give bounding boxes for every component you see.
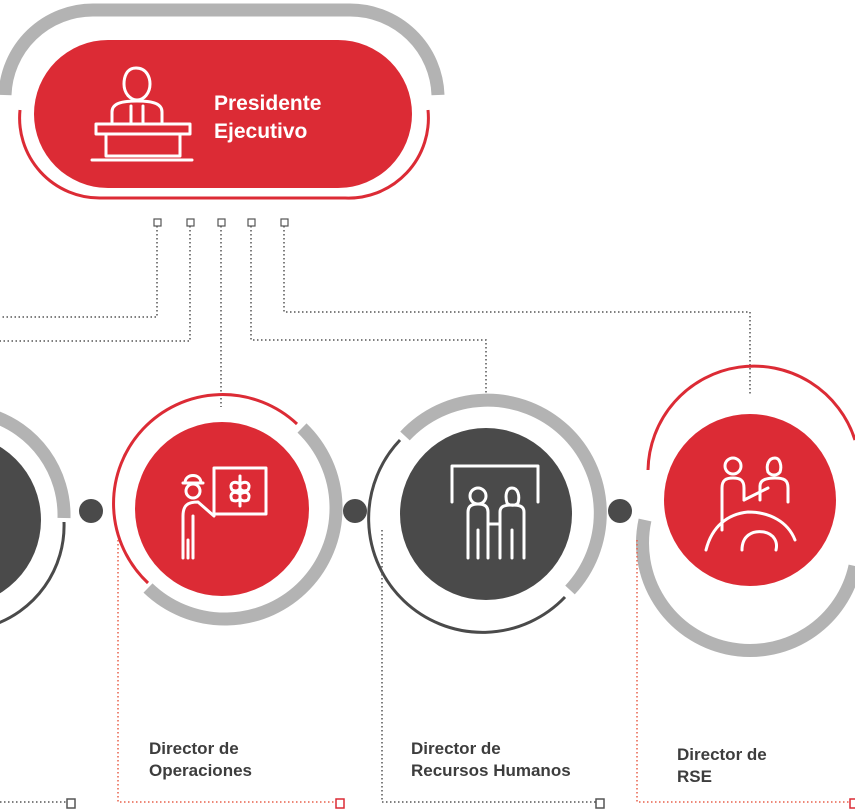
label-director-operaciones: Director de Operaciones	[149, 738, 252, 782]
separator-dot	[608, 499, 632, 523]
node-1-thin-arc	[0, 521, 66, 624]
top-node-title-line2: Ejecutivo	[214, 120, 307, 143]
end-marker	[595, 798, 605, 809]
node-1-circle	[0, 446, 41, 594]
farmer-presentation-icon	[181, 466, 268, 560]
connector-to-recursos-humanos	[250, 226, 487, 397]
two-people-board-icon	[450, 464, 540, 560]
node-1-gray-arc	[0, 411, 71, 519]
guide-recursos-humanos	[381, 530, 600, 803]
end-marker	[849, 798, 855, 809]
top-node-red-arc	[18, 109, 430, 200]
label-recursos-humanos-line1: Director de	[411, 739, 501, 758]
connector-anchors	[153, 218, 289, 227]
top-node-title-line1: Presidente	[214, 92, 321, 115]
node-3-circle	[400, 428, 572, 600]
node-director-rse[interactable]	[636, 364, 855, 657]
label-operaciones-line2: Operaciones	[149, 761, 252, 780]
node-4-gray-arc	[636, 518, 855, 657]
end-marker	[66, 798, 76, 809]
node-2-gray-arc	[143, 423, 343, 626]
label-director-recursos-humanos: Director de Recursos Humanos	[411, 738, 571, 782]
node-4-red-arc	[646, 364, 855, 471]
connector-lines	[0, 226, 751, 407]
connector-to-director-1	[0, 226, 158, 318]
node-director-operaciones[interactable]	[112, 393, 343, 626]
label-director-rse: Director de RSE	[677, 744, 767, 788]
separator-dot	[79, 499, 103, 523]
guide-operaciones	[117, 540, 338, 803]
speaker-at-podium-icon	[90, 66, 194, 162]
connector-to-director-1b	[0, 226, 191, 342]
top-node-presidente[interactable]: Presidente Ejecutivo	[0, 3, 445, 200]
connector-to-rse	[283, 226, 751, 395]
node-2-circle	[135, 422, 309, 596]
connector-anchor	[186, 218, 195, 227]
community-people-icon	[704, 456, 797, 552]
top-node-gray-arc	[0, 3, 445, 96]
connector-anchor	[280, 218, 289, 227]
separator-dot	[343, 499, 367, 523]
label-operaciones-line1: Director de	[149, 739, 239, 758]
node-4-circle	[664, 414, 836, 586]
label-recursos-humanos-line2: Recursos Humanos	[411, 761, 571, 780]
node-3-gray-arc	[400, 393, 607, 595]
end-marker	[335, 798, 345, 809]
connector-anchor	[247, 218, 256, 227]
top-node-pill	[34, 40, 412, 188]
connector-anchor	[153, 218, 162, 227]
node-director-1[interactable]	[0, 411, 71, 626]
label-guides	[0, 530, 855, 803]
label-end-markers	[66, 798, 855, 809]
node-2-red-arc	[112, 393, 299, 585]
node-3-thin-arc	[367, 438, 567, 634]
connector-anchor	[217, 218, 226, 227]
label-rse-line2: RSE	[677, 767, 712, 786]
label-rse-line1: Director de	[677, 745, 767, 764]
node-director-recursos-humanos[interactable]	[367, 393, 607, 634]
